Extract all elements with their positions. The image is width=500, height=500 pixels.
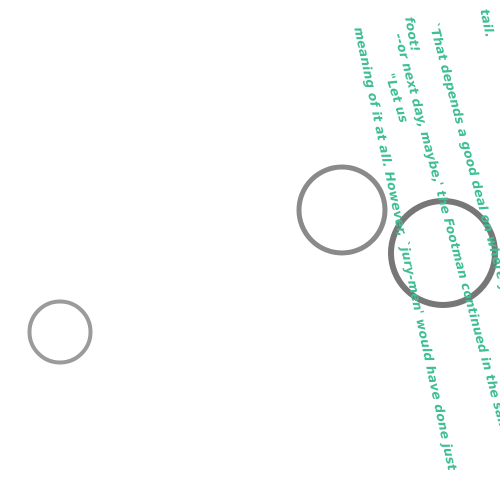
- small-circle: [27, 299, 93, 365]
- middle-circle: [296, 164, 388, 256]
- large-circle: [388, 198, 498, 308]
